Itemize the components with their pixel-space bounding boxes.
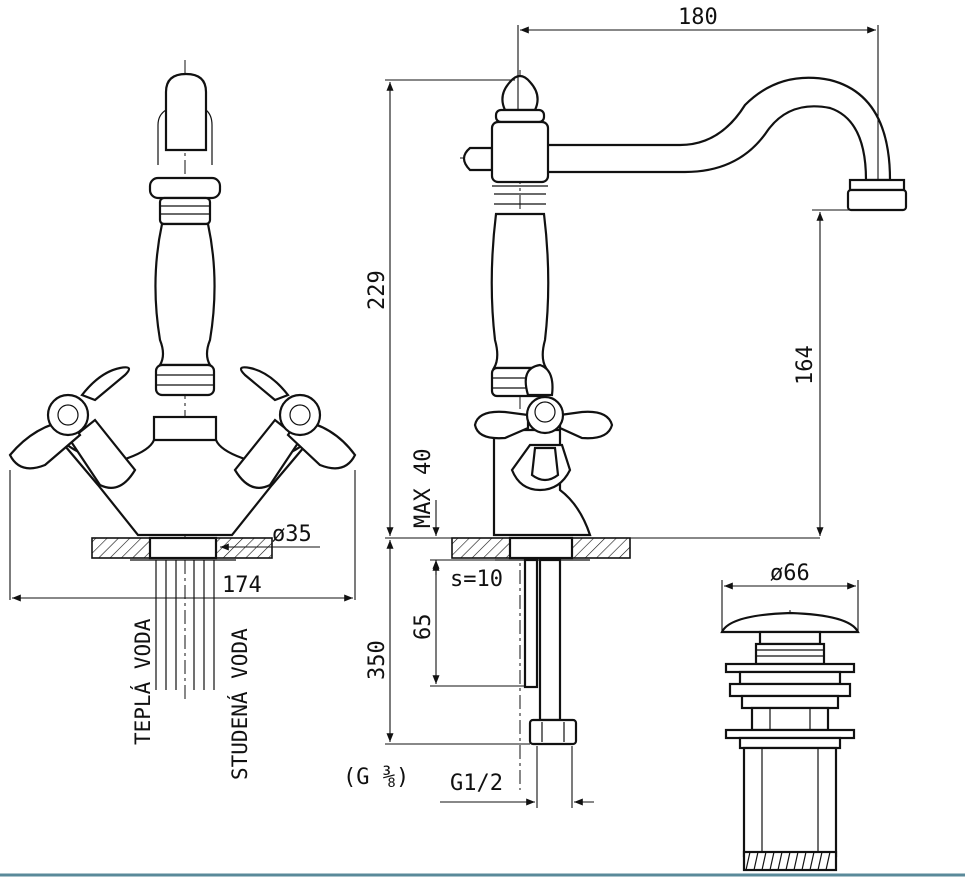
side-hose-nut	[528, 718, 578, 746]
drain-flange	[724, 662, 856, 674]
aerator-top	[848, 178, 906, 192]
dim-deck-thickness: s=10	[450, 567, 503, 592]
side-hose	[538, 558, 562, 722]
side-stud	[523, 558, 539, 689]
hose-thread-label: (G ⅜)	[343, 765, 409, 790]
drain-thread	[742, 850, 838, 872]
right-handle-lever-2	[239, 366, 290, 402]
dim-handle-span: 174	[222, 573, 262, 598]
drain-cap	[720, 611, 860, 634]
front-left-handle	[8, 366, 137, 489]
front-hoses	[155, 560, 215, 690]
side-view: 180 229 164 MAX 40 s=10 65 350 G1/2 (G ⅜	[343, 5, 908, 808]
right-handle-hub	[278, 393, 322, 437]
front-view: ø35 174 TEPLÁ VODA STUDENÁ VODA	[8, 60, 357, 780]
dim-drain-diameter: ø66	[770, 561, 810, 586]
side-column	[490, 212, 550, 370]
side-spout	[538, 76, 892, 182]
left-handle-hub	[46, 393, 90, 437]
side-finial	[501, 74, 539, 112]
dim-stud-length: 65	[411, 614, 436, 641]
front-spout-tube	[164, 72, 208, 152]
dim-total-height: 229	[365, 270, 390, 310]
dim-spout-height: 164	[793, 345, 818, 385]
front-column	[154, 222, 216, 367]
drain-view: ø66	[720, 561, 860, 872]
left-handle-lever-2	[80, 366, 131, 402]
hot-water-label: TEPLÁ VODA	[130, 618, 155, 745]
front-spout-cap	[157, 109, 213, 165]
aerator	[846, 188, 908, 212]
cold-water-label: STUDENÁ VODA	[227, 628, 252, 780]
dim-hole-diameter: ø35	[272, 522, 312, 547]
front-collar	[148, 176, 222, 200]
dim-spout-reach: 180	[678, 5, 718, 30]
side-head	[490, 120, 550, 184]
side-handle	[473, 363, 614, 492]
side-handle-top-lever	[524, 363, 554, 397]
inlet-thread-label: G1/2	[450, 771, 503, 796]
front-column-ring	[154, 363, 216, 397]
side-knob	[462, 146, 494, 172]
dim-hose-length: 350	[365, 640, 390, 680]
drain-body	[742, 746, 838, 858]
side-handle-hub	[525, 395, 565, 435]
front-deck-hole	[148, 536, 218, 560]
front-collar-ring	[158, 196, 212, 226]
dim-max-deck: MAX 40	[411, 449, 436, 528]
side-handle-right-lever	[558, 410, 614, 440]
front-right-handle	[233, 366, 357, 489]
